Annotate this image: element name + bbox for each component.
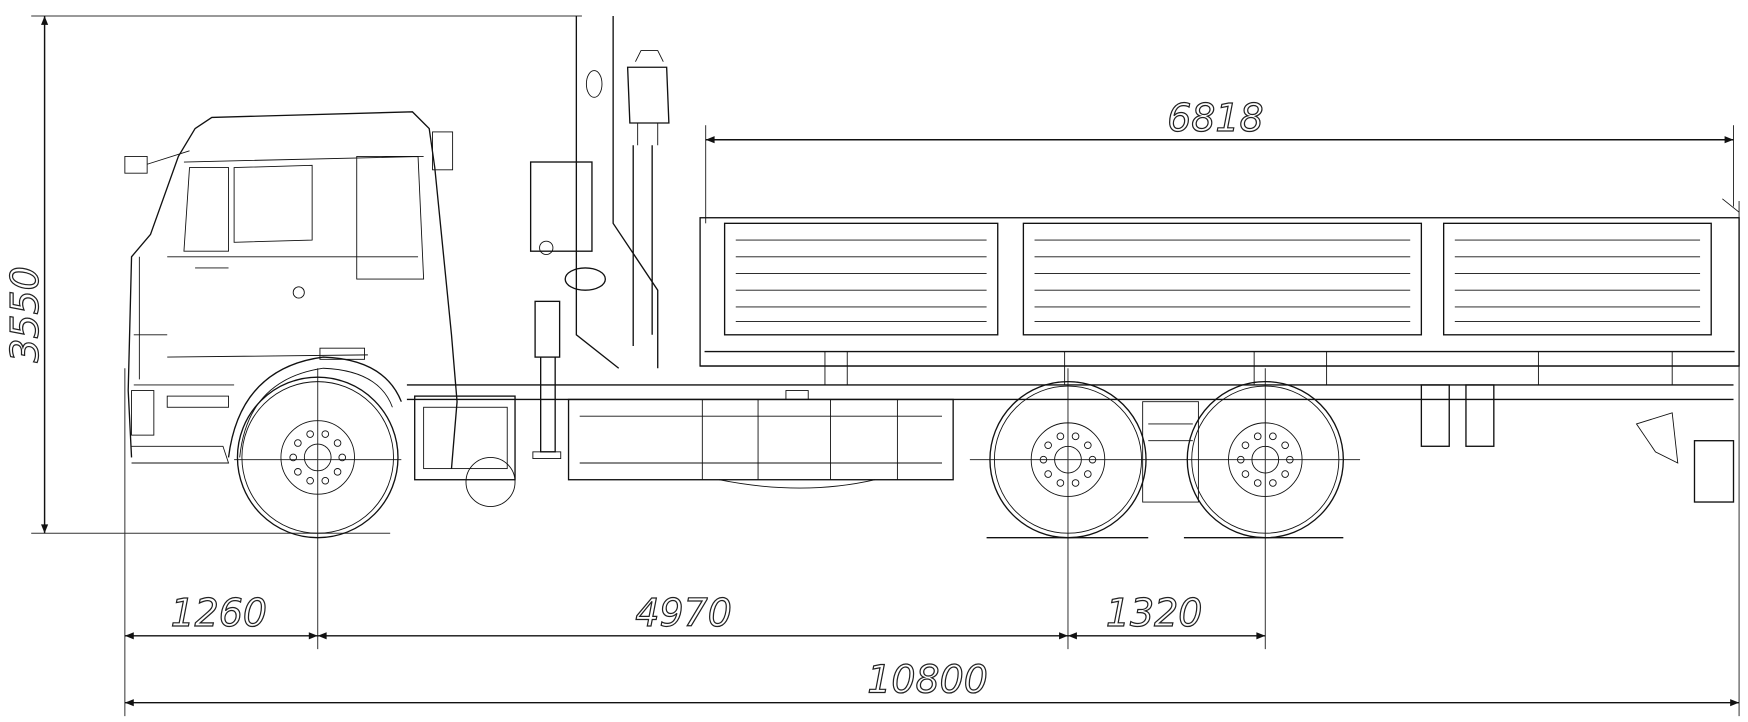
wheel-stud — [321, 430, 330, 438]
wheel-stud — [1071, 479, 1080, 487]
wheel-stud — [1056, 479, 1065, 487]
crane-manipulator — [529, 15, 670, 459]
wheel-stud — [338, 453, 347, 462]
wheel-stud — [1269, 479, 1277, 487]
chassis-frame — [406, 384, 1735, 507]
dim-rear-axle-spacing: 1320 — [1106, 591, 1202, 635]
wheel-stud — [1056, 432, 1065, 441]
wheel-stud — [1253, 432, 1262, 441]
wheel-stud — [1044, 441, 1052, 450]
wheel-stud — [321, 476, 330, 485]
wheel-stud — [1088, 455, 1097, 464]
wheel-stud — [1084, 470, 1092, 478]
dim-body-length: 6818 — [1167, 96, 1263, 140]
dim-wheelbase: 4970 — [635, 591, 731, 635]
wheel-stud — [1253, 479, 1262, 487]
truck-cab — [124, 111, 458, 469]
dim-overall-height: 3550 — [3, 266, 47, 362]
wheel-stud — [1269, 432, 1277, 441]
dim-front-overhang: 1260 — [171, 591, 267, 635]
wheel-stud — [1241, 441, 1250, 450]
wheel-stud — [306, 476, 314, 485]
wheel-stud — [1044, 470, 1052, 478]
wheel-stud — [294, 468, 302, 476]
wheel-stud — [333, 439, 342, 447]
dim-overall-length: 10800 — [867, 658, 988, 702]
wheel-stud — [1084, 441, 1092, 450]
wheel-stud — [1241, 470, 1250, 478]
wheel-stud — [1281, 441, 1289, 450]
wheel-stud — [306, 430, 314, 438]
wheel-stud — [1071, 432, 1080, 441]
dimension-lines — [41, 15, 1740, 707]
flatbed-body — [699, 198, 1740, 385]
wheel-stud — [333, 468, 342, 476]
wheel-studs — [289, 430, 1294, 487]
wheel-stud — [1039, 455, 1048, 464]
wheel-stud — [1286, 455, 1294, 464]
wheel-stud — [294, 439, 302, 447]
wheel-front — [236, 376, 399, 539]
wheel-stud — [1236, 455, 1245, 464]
wheel-stud — [1281, 470, 1289, 478]
wheel-stud — [289, 453, 297, 462]
